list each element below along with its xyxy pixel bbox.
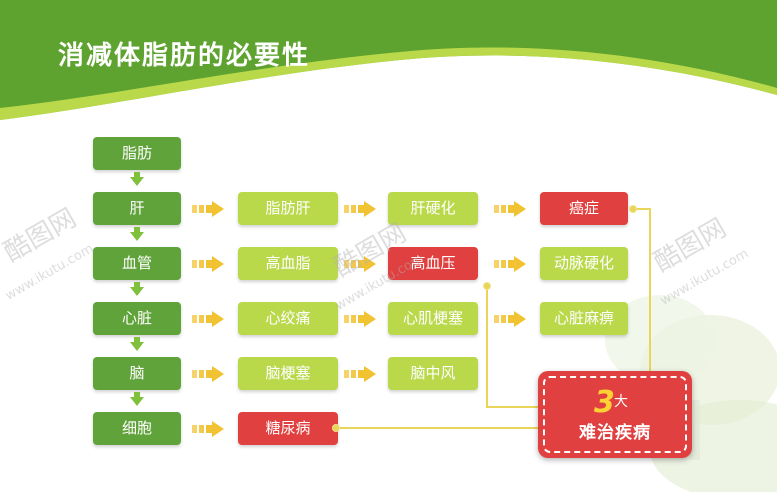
right-arrow-icon [192, 201, 224, 217]
right-arrow-icon [192, 311, 224, 327]
badge-dashed-border [543, 376, 687, 453]
connector-diabetes [336, 427, 538, 429]
node-liver: 肝 [93, 192, 181, 225]
right-arrow-icon [344, 366, 376, 382]
node-cerebral-infarction: 脑梗塞 [238, 357, 338, 390]
connector-dot [483, 282, 491, 290]
node-fatty-liver: 脂肪肝 [238, 192, 338, 225]
right-arrow-icon [192, 366, 224, 382]
node-brain: 脑 [93, 357, 181, 390]
node-fat: 脂肪 [93, 137, 181, 170]
node-cardiac-arrest: 心脏麻痹 [540, 302, 628, 335]
right-arrow-icon [344, 311, 376, 327]
connector-hypertension-v [486, 285, 488, 407]
down-arrow-stem [134, 282, 140, 287]
badge-unit: 大 [614, 394, 628, 410]
connector-dot [629, 205, 637, 213]
right-arrow-icon [494, 311, 526, 327]
node-hyperlipidemia: 高血脂 [238, 247, 338, 280]
node-angina: 心绞痛 [238, 302, 338, 335]
down-arrow-icon [130, 397, 144, 406]
node-hypertension: 高血压 [388, 247, 478, 280]
down-arrow-stem [134, 337, 140, 342]
down-arrow-stem [134, 227, 140, 232]
right-arrow-icon [192, 256, 224, 272]
page-title: 消减体脂肪的必要性 [58, 41, 311, 71]
down-arrow-icon [130, 177, 144, 186]
node-blood-vessel: 血管 [93, 247, 181, 280]
node-myocardial-infarction: 心肌梗塞 [388, 302, 478, 335]
down-arrow-icon [130, 287, 144, 296]
node-diabetes: 糖尿病 [238, 412, 338, 445]
node-cirrhosis: 肝硬化 [388, 192, 478, 225]
badge-label: 难治疾病 [579, 423, 651, 443]
down-arrow-stem [134, 392, 140, 397]
connector-cancer-v [649, 208, 651, 371]
node-cell: 细胞 [93, 412, 181, 445]
node-cancer: 癌症 [540, 192, 628, 225]
right-arrow-icon [192, 421, 224, 437]
down-arrow-icon [130, 342, 144, 351]
connector-cancer-h [633, 208, 650, 210]
right-arrow-icon [344, 201, 376, 217]
right-arrow-icon [344, 256, 376, 272]
down-arrow-stem [134, 172, 140, 177]
three-major-diseases-badge: 3 大 难治疾病 [538, 371, 692, 458]
right-arrow-icon [494, 201, 526, 217]
node-stroke: 脑中风 [388, 357, 478, 390]
node-heart: 心脏 [93, 302, 181, 335]
connector-dot [332, 424, 340, 432]
connector-hypertension-h [486, 406, 538, 408]
right-arrow-icon [494, 256, 526, 272]
badge-number: 3 [594, 385, 615, 420]
header-banner [0, 0, 777, 120]
down-arrow-icon [130, 232, 144, 241]
node-arteriosclerosis: 动脉硬化 [540, 247, 628, 280]
